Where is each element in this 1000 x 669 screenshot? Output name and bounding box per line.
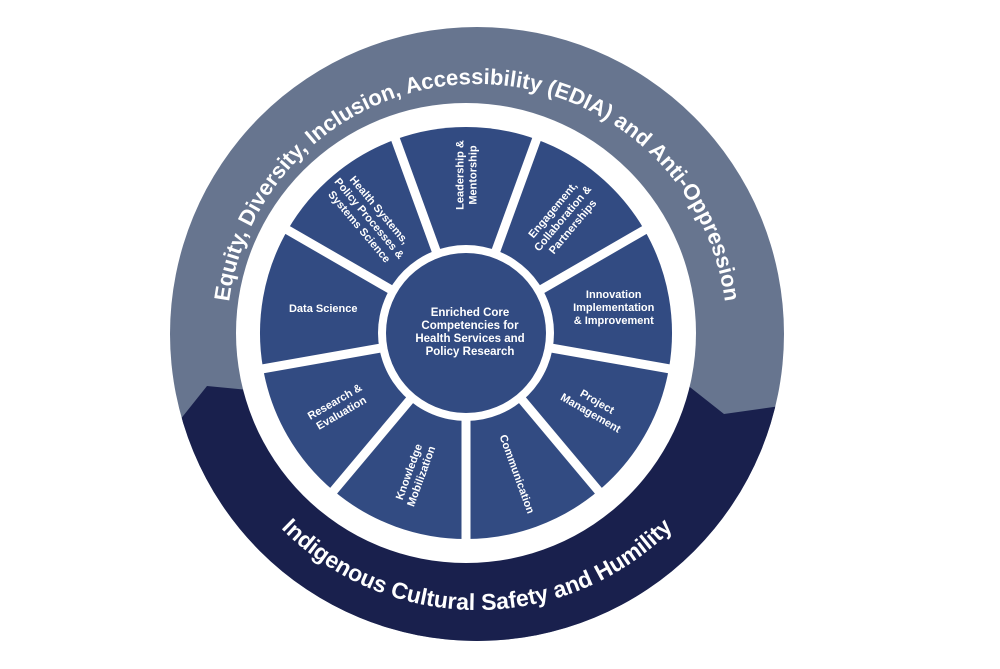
band-label-glyph: l bbox=[508, 66, 518, 92]
band-label-glyph: l bbox=[469, 589, 476, 615]
band-label-glyph: q bbox=[212, 270, 239, 288]
center-circle bbox=[386, 253, 546, 413]
wedge-label-leadership: Leadership &Mentorship bbox=[455, 140, 480, 210]
wedge-label-data-science: Data Science bbox=[289, 303, 357, 315]
band-label-glyph: a bbox=[495, 587, 510, 614]
wedge-label-line: & Improvement bbox=[574, 315, 654, 327]
band-label-glyph: C bbox=[388, 576, 411, 606]
band-label-glyph: i bbox=[502, 65, 511, 91]
band-label-glyph: E bbox=[209, 284, 236, 302]
wedge-label-line: Innovation bbox=[586, 289, 642, 301]
band-label-glyph: u bbox=[432, 586, 449, 614]
band-label-glyph: i bbox=[483, 64, 490, 89]
band-label-glyph: r bbox=[446, 587, 457, 614]
band-label-glyph: o bbox=[715, 271, 742, 289]
center-label-line: Competencies for bbox=[421, 320, 519, 332]
band-label-glyph: e bbox=[514, 584, 531, 612]
band-label-glyph: c bbox=[419, 68, 436, 95]
band-label-glyph: S bbox=[481, 588, 497, 615]
band-label-glyph: s bbox=[458, 64, 471, 90]
band-label-glyph: l bbox=[418, 583, 429, 610]
band-label-glyph: a bbox=[456, 588, 470, 615]
band-label-glyph: f bbox=[507, 586, 518, 613]
band-label-glyph: c bbox=[432, 66, 448, 93]
band-label-glyph: y bbox=[532, 580, 551, 608]
band-label-glyph: u bbox=[215, 256, 243, 276]
center-label-line: Enriched Core bbox=[431, 307, 510, 319]
wedge-label-line: Mentorship bbox=[468, 145, 480, 205]
band-label-glyph: s bbox=[471, 64, 483, 89]
wedge-label-line: Implementation bbox=[573, 302, 655, 314]
band-label-glyph: i bbox=[514, 67, 524, 93]
wedge-label-line: Data Science bbox=[289, 303, 357, 315]
band-label-glyph: n bbox=[718, 286, 745, 303]
band-label-glyph: b bbox=[489, 64, 504, 90]
band-label-glyph: A bbox=[402, 70, 424, 98]
band-label-glyph: e bbox=[445, 65, 460, 91]
outer-band-label: Equity,Diversity,Inclusion,Accessibility… bbox=[209, 64, 745, 303]
band-label-glyph: u bbox=[404, 580, 424, 609]
center-label-line: Health Services and bbox=[415, 333, 524, 345]
center-label-line: Policy Research bbox=[426, 346, 515, 358]
wedge-label-line: Leadership & bbox=[455, 140, 467, 210]
wedge-leadership bbox=[395, 127, 537, 334]
